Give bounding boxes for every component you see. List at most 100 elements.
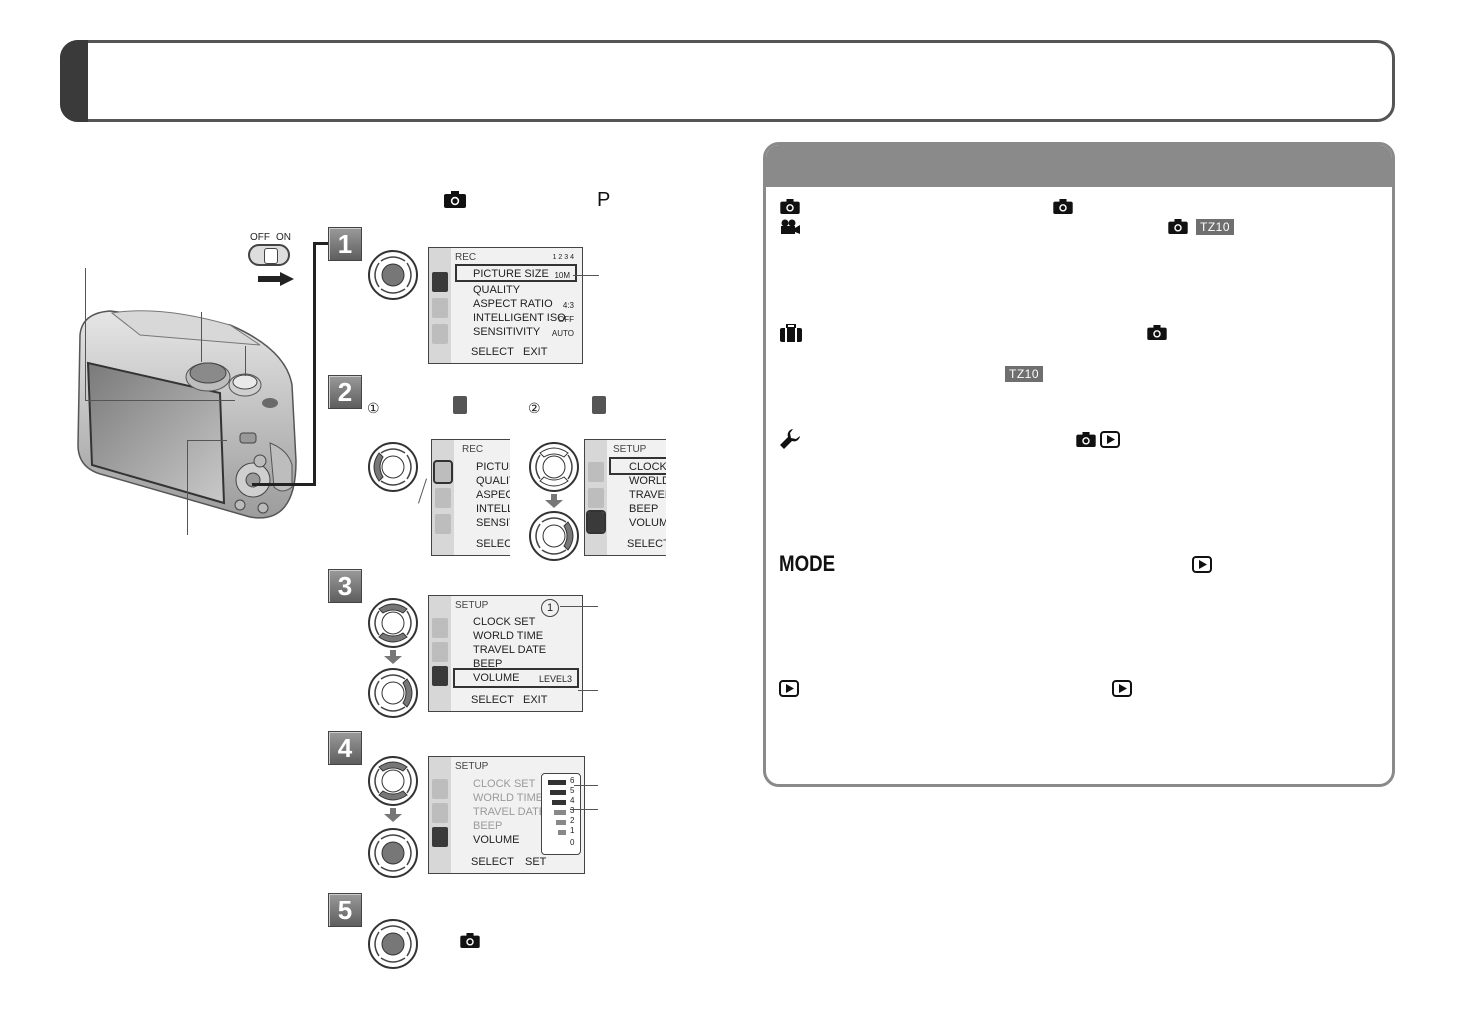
lcd-row: TRAVEL DATE (473, 806, 547, 818)
lcd-row: CLOCK SET (473, 616, 536, 628)
playback-icon (1100, 431, 1120, 453)
lcd-highlight (455, 264, 577, 282)
camera-icon (1168, 219, 1188, 239)
lcd-row: SENSITI (476, 517, 510, 529)
lcd-row: PICTURE SIZE (473, 268, 549, 280)
lcd-sidebar (429, 757, 451, 873)
lcd-page-indicator: 1 2 3 4 (552, 254, 574, 261)
arrow-down-icon (384, 808, 402, 827)
callout-line (201, 312, 202, 362)
rec-tab-icon (453, 396, 467, 414)
camera-icon (1147, 325, 1167, 345)
lcd-row: WORLD TIME (473, 630, 544, 642)
arrow-down-icon (384, 650, 402, 669)
lcd-highlight (453, 668, 579, 688)
lcd-footer-exit: EXIT (523, 346, 548, 358)
info-panel-header (766, 145, 1392, 187)
substep-label: ② (528, 400, 541, 416)
lcd-row-value: AUTO (551, 329, 574, 338)
model-badge: TZ10 (1196, 219, 1235, 235)
page-header (60, 40, 1395, 122)
lcd-setup-menu-partial: SETUP CLOCK S WORLD TRAVEL BEEP VOLUME S… (584, 439, 666, 556)
lcd-row-value: OFF (558, 315, 574, 324)
lcd-title: REC (462, 444, 484, 455)
lcd-title: REC (455, 252, 477, 263)
mode-label: MODE (779, 551, 836, 576)
camera-icon (444, 191, 466, 213)
volume-bar (558, 830, 566, 835)
lcd-row: VOLUME (473, 672, 520, 684)
lcd-footer-select: SELECT (471, 694, 514, 706)
callout-line (85, 268, 86, 400)
volume-bar (550, 790, 566, 795)
switch-off-label: OFF (250, 232, 270, 243)
callout-line (187, 440, 227, 441)
lcd-footer-exit: EXIT (523, 694, 548, 706)
cursor-pad-center (367, 918, 419, 975)
step-badge: 3 (328, 569, 362, 603)
lcd-sidebar (432, 440, 454, 555)
setup-tab-icon (432, 666, 448, 686)
switch-body (248, 244, 290, 266)
lcd-row: BEEP (629, 503, 659, 515)
rec-tab-icon (432, 779, 448, 799)
step-badge: 5 (328, 893, 362, 927)
volume-level: 0 (570, 838, 575, 847)
volume-level: 5 (570, 786, 575, 795)
playback-icon (1112, 680, 1132, 702)
lcd-title: SETUP (455, 761, 489, 772)
playback-icon (779, 680, 799, 702)
lcd-row-value: 10M (554, 271, 570, 280)
lcd-row: QUALIT (476, 475, 510, 487)
lcd-sidebar (429, 596, 451, 711)
lcd-row: QUALITY (473, 284, 521, 296)
rec-tab-icon (432, 618, 448, 638)
lcd-row: CLOCK SET (473, 778, 536, 790)
volume-level: 2 (570, 816, 575, 825)
lcd-title: SETUP (455, 600, 489, 611)
lcd-row: PICTUR (476, 461, 510, 473)
volume-level: 6 (570, 776, 575, 785)
setup-tab-icon (586, 510, 606, 534)
motion-tab-icon (432, 803, 448, 823)
lcd-title: SETUP (613, 444, 647, 455)
lcd-row: ASPECT RATIO (473, 298, 553, 310)
volume-level: 1 (570, 826, 575, 835)
callout-line (245, 346, 246, 376)
motion-tab-icon (588, 488, 604, 508)
rec-tab-icon (433, 460, 453, 484)
rec-tab-icon (432, 272, 448, 292)
cursor-pad-center (367, 827, 419, 884)
playback-icon (1192, 556, 1212, 578)
power-switch: OFF ON (248, 232, 296, 270)
camera-icon (460, 933, 480, 953)
lcd-row-value: 4:3 (562, 301, 574, 310)
arrow-down-icon (545, 494, 563, 513)
cursor-pad-updown (528, 441, 580, 498)
switch-on-label: ON (276, 232, 291, 243)
arrow-right-icon (258, 272, 294, 291)
callout-line (574, 785, 598, 786)
volume-level: 4 (570, 796, 575, 805)
lcd-footer-select: SELECT (627, 538, 666, 550)
camera-icon (1076, 432, 1096, 452)
lcd-row: VOLUME (473, 834, 520, 846)
lcd-row: WORLD TIME (473, 792, 544, 804)
lcd-row: BEEP (473, 820, 503, 832)
lcd-row: CLOCK S (629, 461, 666, 473)
cursor-pad-center (367, 249, 419, 306)
camera-icon (1053, 199, 1073, 219)
model-badge: TZ10 (1005, 366, 1044, 382)
connector-line (252, 483, 314, 486)
program-mode-letter: P (597, 189, 611, 211)
lcd-highlight (609, 457, 666, 475)
volume-level-list: 6 5 4 3 2 1 0 (541, 773, 581, 855)
callout-line (573, 275, 599, 276)
volume-bar (552, 800, 566, 805)
step-badge: 1 (328, 227, 362, 261)
lcd-page-indicator: 1 (541, 599, 559, 617)
substep-label: ① (367, 400, 380, 416)
callout-line (187, 440, 188, 535)
motion-picture-icon (780, 219, 800, 239)
motion-tab-icon (432, 298, 448, 318)
